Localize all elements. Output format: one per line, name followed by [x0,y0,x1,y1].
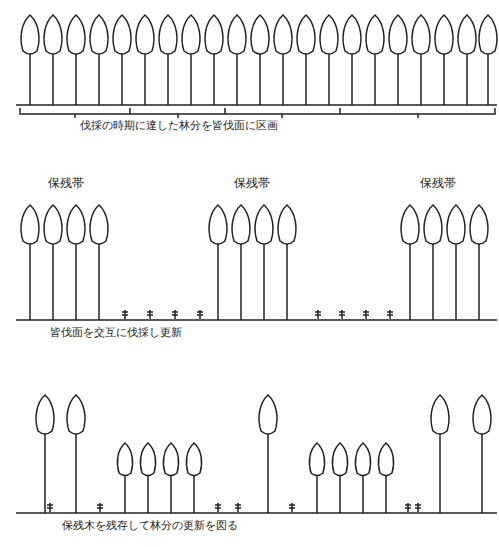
zone-label: 保残帯 [418,176,458,190]
caption-text: 伐採の時期に達した林分を皆伐面に区画 [78,119,280,132]
caption-text: 皆伐面を交互に伐採し更新 [48,326,184,339]
caption-text: 保残木を残存して林分の更新を図る [60,519,240,532]
zone-label: 保残帯 [232,176,272,190]
zone-label: 保残帯 [46,176,86,190]
